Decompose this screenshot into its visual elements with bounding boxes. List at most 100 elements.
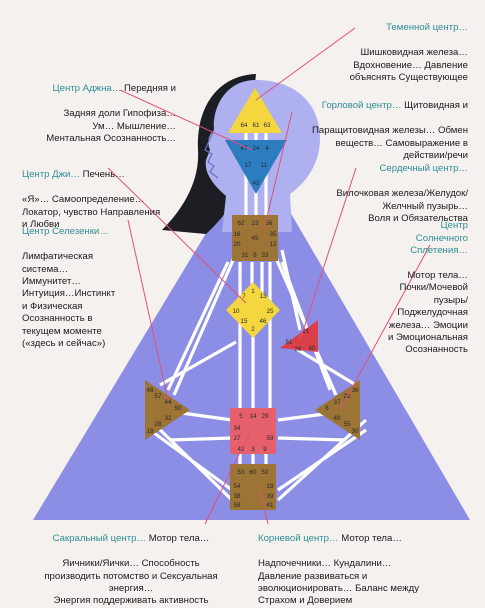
g-center-desc: «Я»… Самоопределение… Локатор, чувство Н… [22, 194, 161, 231]
ajna-center-label: Центр Аджна… Передняя и Задняя доли Гипо… [10, 71, 176, 145]
sacral-center [230, 408, 276, 454]
gate-58: 58 [234, 502, 241, 509]
solar-center-desc: Мотор тела… Почки/Мочевой пузырь/ Поджел… [388, 270, 468, 356]
gate-61: 61 [253, 122, 260, 129]
gate-4: 4 [265, 145, 269, 152]
sacral-center-title-tail: Мотор тела… [146, 533, 210, 545]
gate-51: 51 [286, 339, 293, 346]
head-center [228, 88, 282, 133]
sacral-center-title: Сакральный центр… [52, 533, 147, 545]
gate-40: 40 [309, 345, 316, 352]
throat-center-title-tail: Щитовидная и [401, 100, 468, 112]
gate-14: 14 [250, 413, 257, 420]
heart-center-title: Сердечный центр… [379, 163, 468, 175]
gate-13: 13 [260, 293, 267, 300]
gate-52: 52 [262, 469, 269, 476]
gate-38: 38 [234, 493, 241, 500]
gate-15: 15 [241, 318, 248, 325]
solar-center-title: Центр Солнечного Сплетения… [410, 220, 468, 257]
gate-35: 35 [270, 231, 277, 238]
sacral-center-label: Сакральный центр… Мотор тела… Яичники/Яи… [20, 521, 242, 608]
root-center-title: Корневой центр… [258, 533, 339, 545]
gate-56: 56 [266, 220, 273, 227]
root-center-desc: Надпочечники… Кундалини… Давление развив… [258, 558, 420, 607]
gate-11: 11 [261, 162, 268, 169]
gate-2: 2 [251, 326, 255, 333]
gate-53: 53 [238, 469, 245, 476]
gate-55: 55 [344, 421, 351, 428]
head-center-label: Теменной центр… Шишковидная железа… Вдох… [296, 10, 468, 84]
gate-19: 19 [267, 483, 274, 490]
gate-21: 21 [303, 328, 310, 335]
gate-45: 45 [252, 235, 259, 242]
gate-43: 43 [253, 180, 260, 187]
solar-center-label: Центр Солнечного Сплетения… Мотор тела… … [362, 208, 468, 357]
gate-46: 46 [260, 318, 267, 325]
head-center-title: Теменной центр… [386, 22, 468, 34]
root-center [230, 464, 276, 510]
gate-17: 17 [245, 162, 252, 169]
gate-33: 33 [262, 252, 269, 259]
throat-center-label: Горловой центр… Щитовидная и Паращитовид… [290, 88, 468, 162]
g-center-label: Центр Джи… Печень… «Я»… Самоопределение…… [22, 157, 192, 231]
ajna-center [225, 140, 287, 194]
root-center-title-tail: Мотор тела… [338, 533, 402, 545]
ajna-center-title: Центр Аджна… [52, 83, 122, 95]
gate-27: 27 [234, 435, 241, 442]
gate-50: 50 [175, 405, 182, 412]
gate-34: 34 [234, 425, 241, 432]
gate-3: 3 [251, 446, 255, 453]
gate-28: 28 [155, 421, 162, 428]
gate-1: 1 [251, 288, 255, 295]
heart-center-desc: Вилочковая железа/Желудок/ Желчный пузыр… [336, 188, 468, 225]
face-profile [204, 129, 219, 179]
gate-16: 16 [234, 231, 241, 238]
ajna-center-title-tail: Передняя и [121, 83, 176, 95]
gate-59: 59 [267, 435, 274, 442]
spleen-center-desc: Лимфатическая система… Иммунитет… Интуиц… [22, 251, 116, 350]
throat-center-desc: Паращитовидная железы… Обмен веществ… Са… [311, 125, 468, 162]
gate-10: 10 [233, 308, 240, 315]
gate-64: 64 [241, 122, 248, 129]
gate-60: 60 [250, 469, 257, 476]
gate-9: 9 [263, 446, 267, 453]
gate-63: 63 [264, 122, 271, 129]
ajna-center-desc: Задняя доли Гипофиза… Ум… Мышление… Мент… [46, 108, 176, 145]
gate-23: 23 [252, 220, 259, 227]
gate-39: 39 [267, 493, 274, 500]
root-center-label: Корневой центр… Мотор тела… Надпочечники… [258, 521, 458, 608]
head-center-desc: Шишковидная железа… Вдохновение… Давлени… [349, 47, 468, 84]
spleen-center-title: Центр Селезенки… [22, 226, 109, 238]
gate-25: 25 [267, 308, 274, 315]
gate-47: 47 [241, 145, 248, 152]
g-center-title: Центр Джи… [22, 169, 80, 181]
gate-48: 48 [147, 387, 154, 394]
gate-37: 37 [334, 399, 341, 406]
g-center-title-tail: Печень… [80, 169, 125, 181]
gate-31: 31 [242, 252, 249, 259]
gate-44: 44 [165, 399, 172, 406]
sacral-center-desc: Яичники/Яички… Способность производить п… [44, 558, 218, 607]
gate-12: 12 [270, 241, 277, 248]
gate-24: 24 [253, 145, 260, 152]
heart-center [280, 320, 318, 352]
gate-6: 6 [325, 405, 329, 412]
throat-center-title: Горловой центр… [321, 100, 402, 112]
gate-62: 62 [238, 220, 245, 227]
spleen-center [145, 380, 190, 440]
gate-7: 7 [242, 293, 246, 300]
gate-32: 32 [165, 415, 172, 422]
pointer-lines [107, 27, 431, 525]
gate-5: 5 [239, 413, 243, 420]
gate-41: 41 [267, 502, 274, 509]
gate-49: 49 [334, 415, 341, 422]
gate-30: 30 [352, 428, 359, 435]
gate-20: 20 [234, 241, 241, 248]
heart-center-label: Сердечный центр… Вилочковая железа/Желуд… [300, 151, 468, 225]
spleen-center-label: Центр Селезенки… Лимфатическая система… … [22, 214, 142, 350]
gate-54: 54 [234, 483, 241, 490]
gate-26: 26 [295, 346, 302, 353]
throat-center [232, 215, 278, 261]
